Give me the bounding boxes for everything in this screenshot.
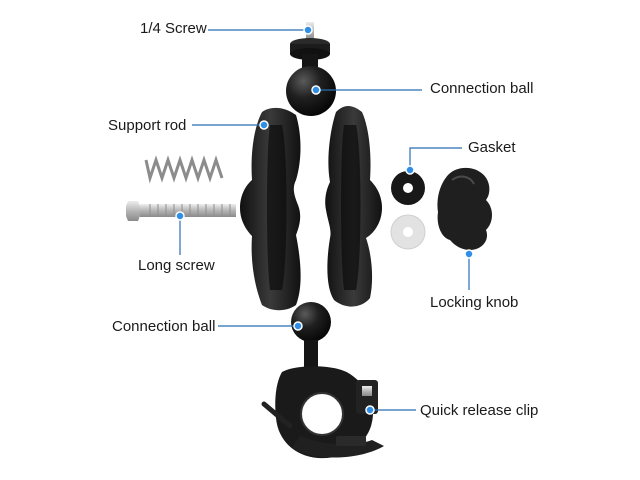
gasket-parts [390,171,426,250]
marker-dot [464,249,474,259]
label-long-screw: Long screw [138,257,215,274]
marker-dot [311,85,321,95]
leader-lines [179,29,470,411]
bottom-ball-mount [291,302,331,368]
label-support-rod: Support rod [108,117,187,134]
marker-dot [365,405,375,415]
marker-dot [405,165,415,175]
label-connection-ball-top: Connection ball [430,80,534,97]
support-rod-right [325,106,382,307]
locking-knob-part [437,167,492,250]
marker-dot [303,25,313,35]
long-screw-part [126,201,236,221]
quick-release-clip-part [261,366,384,459]
label-quarter-screw: 1/4 Screw [140,20,207,37]
support-rod-left [240,107,301,311]
label-connection-ball-bottom: Connection ball [112,318,216,335]
top-ball-mount [286,22,336,116]
marker-dot [175,211,185,221]
label-gasket: Gasket [468,139,516,156]
marker-dots [175,25,474,415]
marker-dot [293,321,303,331]
leader-gasket [409,147,462,170]
marker-dot [259,120,269,130]
label-quick-release-clip: Quick release clip [420,402,539,419]
label-locking-knob: Locking knob [430,294,519,311]
spring [144,155,224,184]
